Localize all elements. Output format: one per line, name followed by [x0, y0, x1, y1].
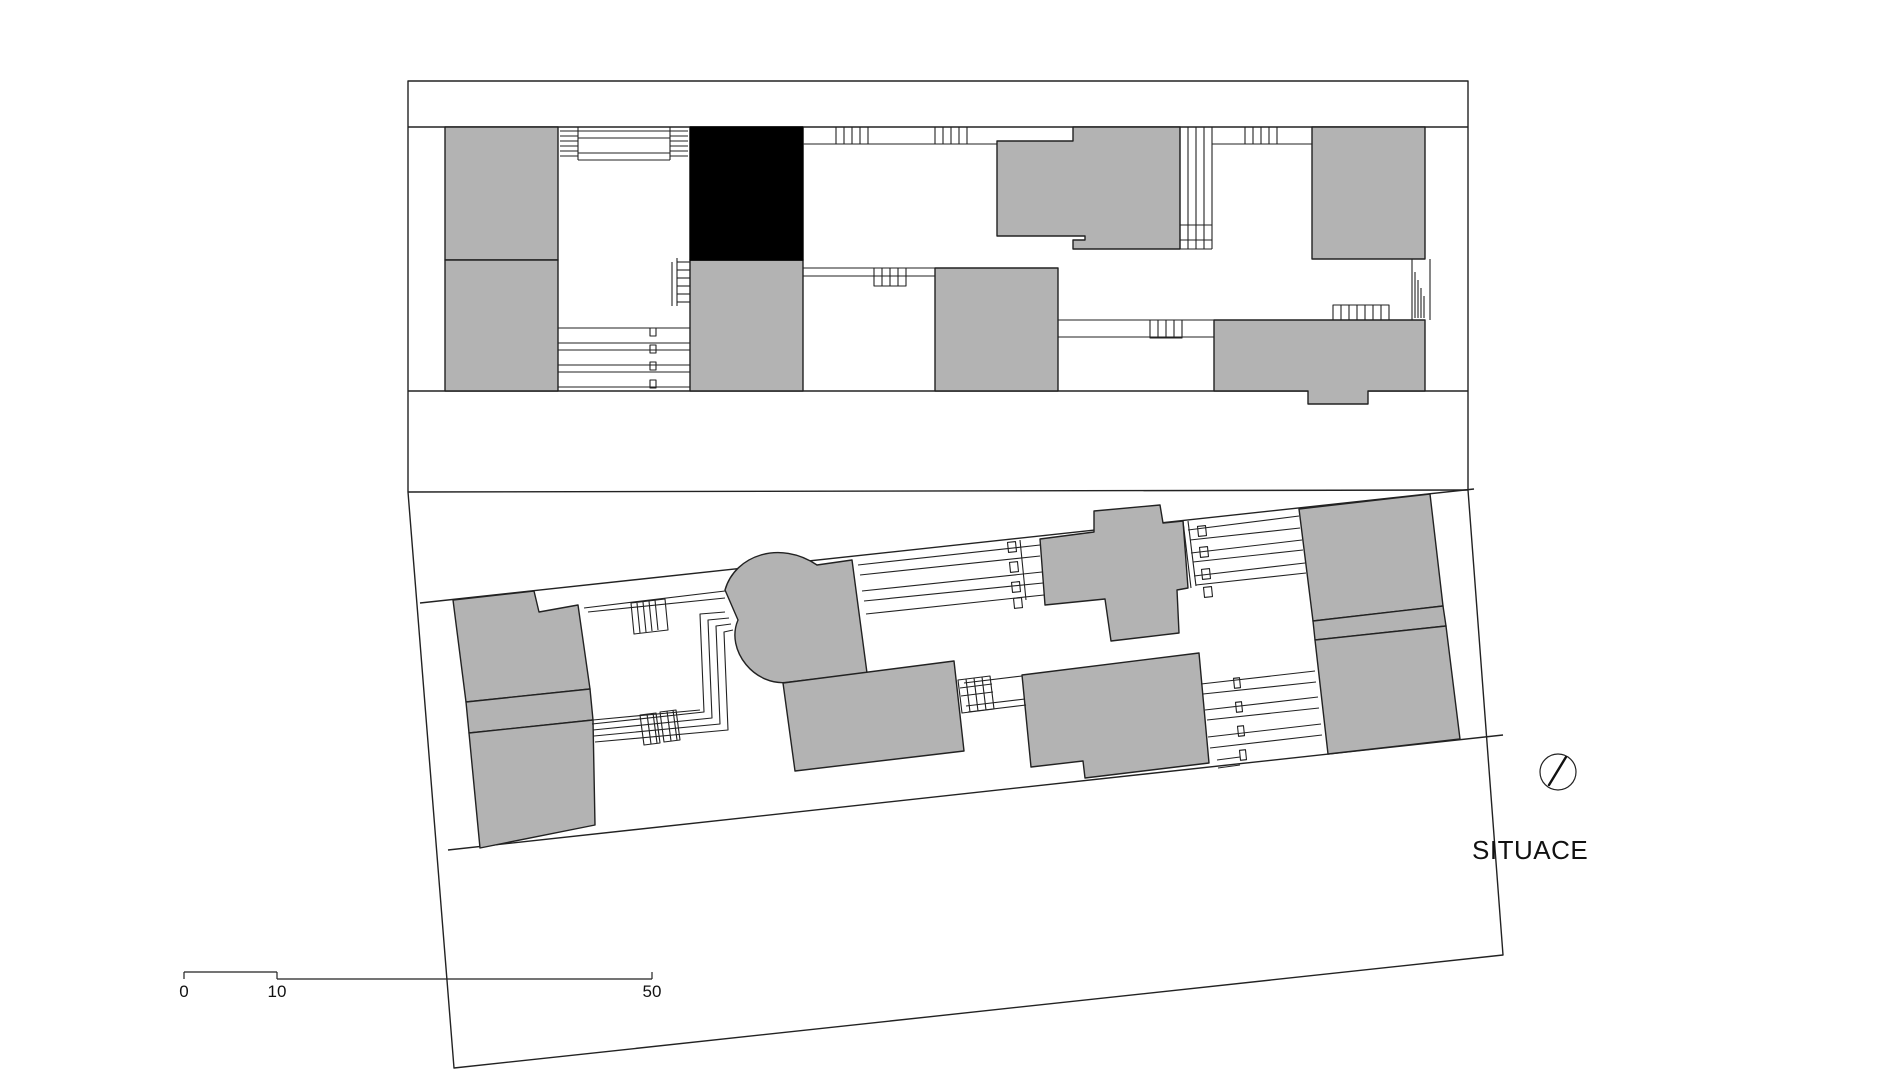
building	[1298, 493, 1444, 622]
drawing-title: SITUACE	[1472, 835, 1589, 865]
building	[689, 259, 804, 392]
street-line	[447, 734, 1504, 851]
building	[1314, 625, 1461, 755]
scale-tick-label: 10	[267, 982, 287, 1001]
building	[444, 259, 559, 392]
building	[724, 551, 868, 684]
buildings-bottom	[452, 493, 1461, 849]
building	[934, 267, 1059, 392]
walkways-top	[558, 126, 1431, 389]
building	[996, 126, 1181, 250]
highlighted-building	[689, 126, 804, 261]
block-edge	[407, 489, 1469, 493]
building	[452, 590, 591, 703]
building	[468, 719, 596, 849]
building	[444, 126, 559, 261]
north-arrow-icon	[1539, 753, 1577, 791]
building	[1039, 504, 1189, 642]
building	[782, 660, 965, 772]
scale-tick-label: 50	[642, 982, 662, 1001]
scale-bar	[183, 971, 653, 980]
building	[1021, 652, 1210, 779]
building	[1213, 319, 1426, 405]
street-line	[419, 488, 1475, 604]
buildings-top	[444, 126, 1426, 405]
walkways-bottom	[583, 515, 1323, 769]
scale-tick-label: 0	[179, 982, 189, 1001]
building	[1311, 126, 1426, 260]
